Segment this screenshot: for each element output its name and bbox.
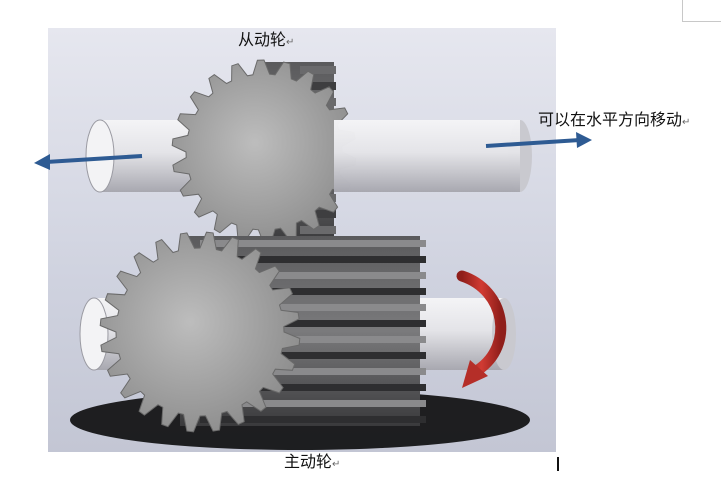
driving-gear-label: 主动轮↵	[284, 452, 341, 471]
driving-gear-ridge	[200, 256, 426, 263]
driving-gear-ridge	[200, 304, 426, 311]
driving-gear-ridge	[200, 336, 426, 343]
driving-gear-face-profile	[99, 231, 301, 433]
driven-gear-face	[171, 59, 357, 245]
page-corner-box	[682, 0, 721, 22]
driven-gear-assembly	[85, 59, 532, 245]
upper-shaft-mid	[334, 120, 520, 192]
driven-gear-face-profile	[171, 59, 357, 245]
driving-gear-ridge	[200, 320, 426, 327]
driven-gear-tooth	[300, 82, 336, 90]
driving-gear-ridge	[200, 384, 426, 391]
left-arrow-icon	[34, 154, 143, 170]
lower-shaft-left-end	[79, 297, 109, 371]
driven-gear-tooth	[300, 226, 336, 234]
upper-shaft-left-end	[85, 119, 115, 193]
horizontal-move-label: 可以在水平方向移动↵	[538, 110, 691, 129]
driven-gear-tooth	[300, 66, 336, 74]
text-cursor	[557, 457, 559, 471]
driving-gear-ridge	[200, 416, 426, 423]
driving-gear-ridge	[200, 240, 426, 247]
driving-gear-ridge	[200, 352, 426, 359]
driving-gear-ridges	[200, 240, 426, 423]
driven-gear-label: 从动轮↵	[238, 30, 295, 49]
rotation-arrow-icon	[456, 270, 507, 388]
right-arrow-icon	[485, 132, 592, 148]
driving-gear-face	[99, 231, 301, 433]
driving-gear-ridge	[200, 368, 426, 375]
driving-gear-assembly	[79, 231, 516, 433]
driven-gear-tooth	[300, 210, 336, 218]
driving-gear-ridge	[200, 272, 426, 279]
driving-gear-ridge	[200, 288, 426, 295]
driving-gear-ridge	[200, 400, 426, 407]
